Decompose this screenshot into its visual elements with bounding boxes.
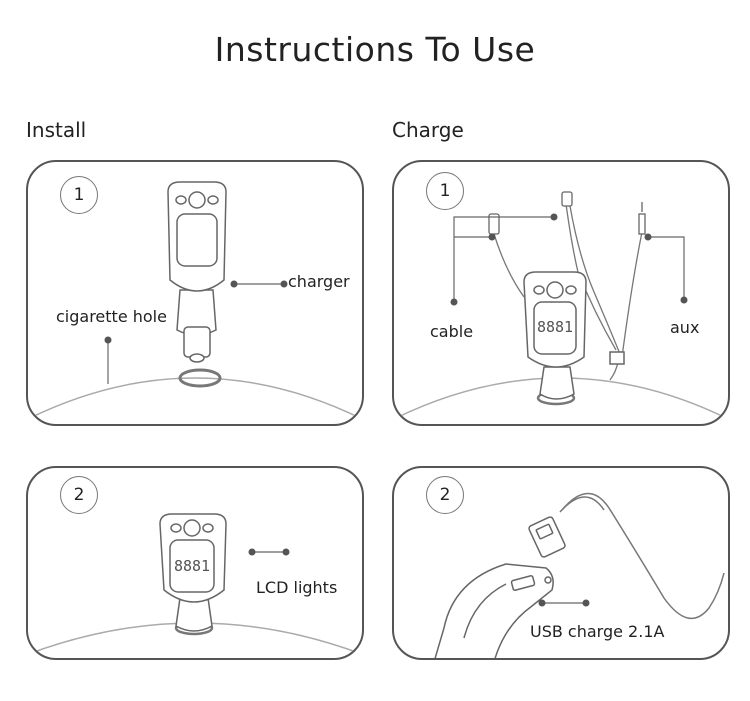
usb-plug bbox=[528, 516, 566, 558]
charger-device bbox=[159, 513, 227, 632]
usb-cable bbox=[561, 492, 725, 620]
charger-device bbox=[523, 271, 587, 400]
label-cigarette-hole: cigarette hole bbox=[56, 307, 167, 326]
install-1-illustration bbox=[28, 181, 362, 420]
charge-1-illustration: 8881 bbox=[394, 191, 728, 420]
section-charge: Charge bbox=[392, 118, 464, 142]
label-cable: cable bbox=[430, 322, 474, 341]
step-number: 1 bbox=[426, 172, 464, 210]
page-title: Instructions To Use bbox=[214, 30, 536, 69]
panel-charge-2: 2 USB charge 2.1A bbox=[392, 466, 730, 660]
panel-charge-1: 8881 1 cable aux bbox=[392, 160, 730, 426]
install-2-illustration: 8881 bbox=[28, 513, 362, 656]
charger-device bbox=[434, 563, 554, 658]
dashboard-surface bbox=[28, 377, 362, 420]
step-number: 1 bbox=[60, 176, 98, 214]
label-usb-charge: USB charge 2.1A bbox=[530, 622, 665, 641]
panel-install-1: 1 charger cigarette hole bbox=[26, 160, 364, 426]
label-lcd-lights: LCD lights bbox=[256, 578, 338, 597]
charge-2-illustration bbox=[434, 492, 725, 658]
cigarette-hole-ring bbox=[178, 368, 222, 388]
charger-device bbox=[167, 181, 227, 363]
label-charger: charger bbox=[288, 272, 350, 291]
device-display: 8881 bbox=[537, 318, 573, 336]
section-install: Install bbox=[26, 118, 87, 142]
step-number: 2 bbox=[426, 476, 464, 514]
label-aux: aux bbox=[670, 318, 700, 337]
panel-install-2: 8881 2 LCD lights bbox=[26, 466, 364, 660]
device-display: 8881 bbox=[174, 557, 210, 575]
step-number: 2 bbox=[60, 476, 98, 514]
